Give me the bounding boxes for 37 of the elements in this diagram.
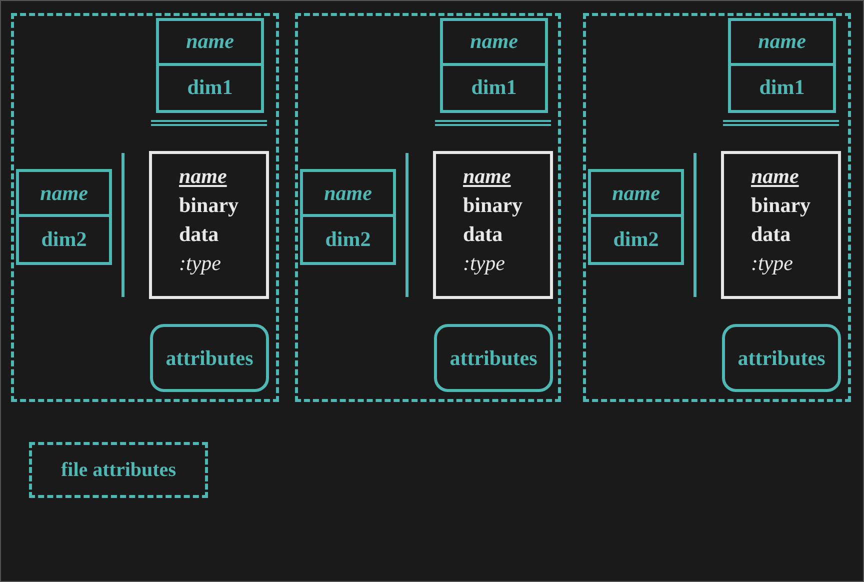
variable-name: name	[19, 172, 109, 217]
dimension-label: dim2	[40, 226, 88, 253]
dimension-box	[156, 18, 264, 113]
file-attributes-box: file attributes	[29, 442, 208, 498]
data-description: binary data	[751, 192, 811, 248]
dimension-label: dim1	[186, 74, 234, 102]
dimension-label: dim2	[612, 226, 660, 253]
data-box	[149, 151, 269, 299]
variable-group	[583, 13, 851, 402]
dimension-box	[16, 169, 112, 265]
variable-name: name	[463, 163, 511, 190]
data-description: binary data	[463, 192, 523, 248]
attributes-box: attributes	[722, 324, 841, 392]
attributes-box: attributes	[434, 324, 553, 392]
variable-name: name	[303, 172, 393, 217]
variable-name: name	[731, 21, 833, 66]
variable-name: name	[443, 21, 545, 66]
data-box	[433, 151, 553, 299]
variable-name: name	[179, 163, 227, 190]
variable-group	[11, 13, 279, 402]
data-box	[721, 151, 841, 299]
variable-name: name	[159, 21, 261, 66]
dimension-label: dim1	[758, 74, 806, 102]
variable-group	[295, 13, 561, 402]
type-label: :type	[179, 250, 221, 277]
data-description: binary data	[179, 192, 239, 248]
dimension-box	[728, 18, 836, 113]
variable-name: name	[751, 163, 799, 190]
type-label: :type	[463, 250, 505, 277]
attributes-box: attributes	[150, 324, 269, 392]
variable-name: name	[591, 172, 681, 217]
dimension-box	[300, 169, 396, 265]
dimension-label: dim2	[324, 226, 372, 253]
dimension-box	[440, 18, 548, 113]
dimension-box	[588, 169, 684, 265]
type-label: :type	[751, 250, 793, 277]
dimension-label: dim1	[470, 74, 518, 102]
